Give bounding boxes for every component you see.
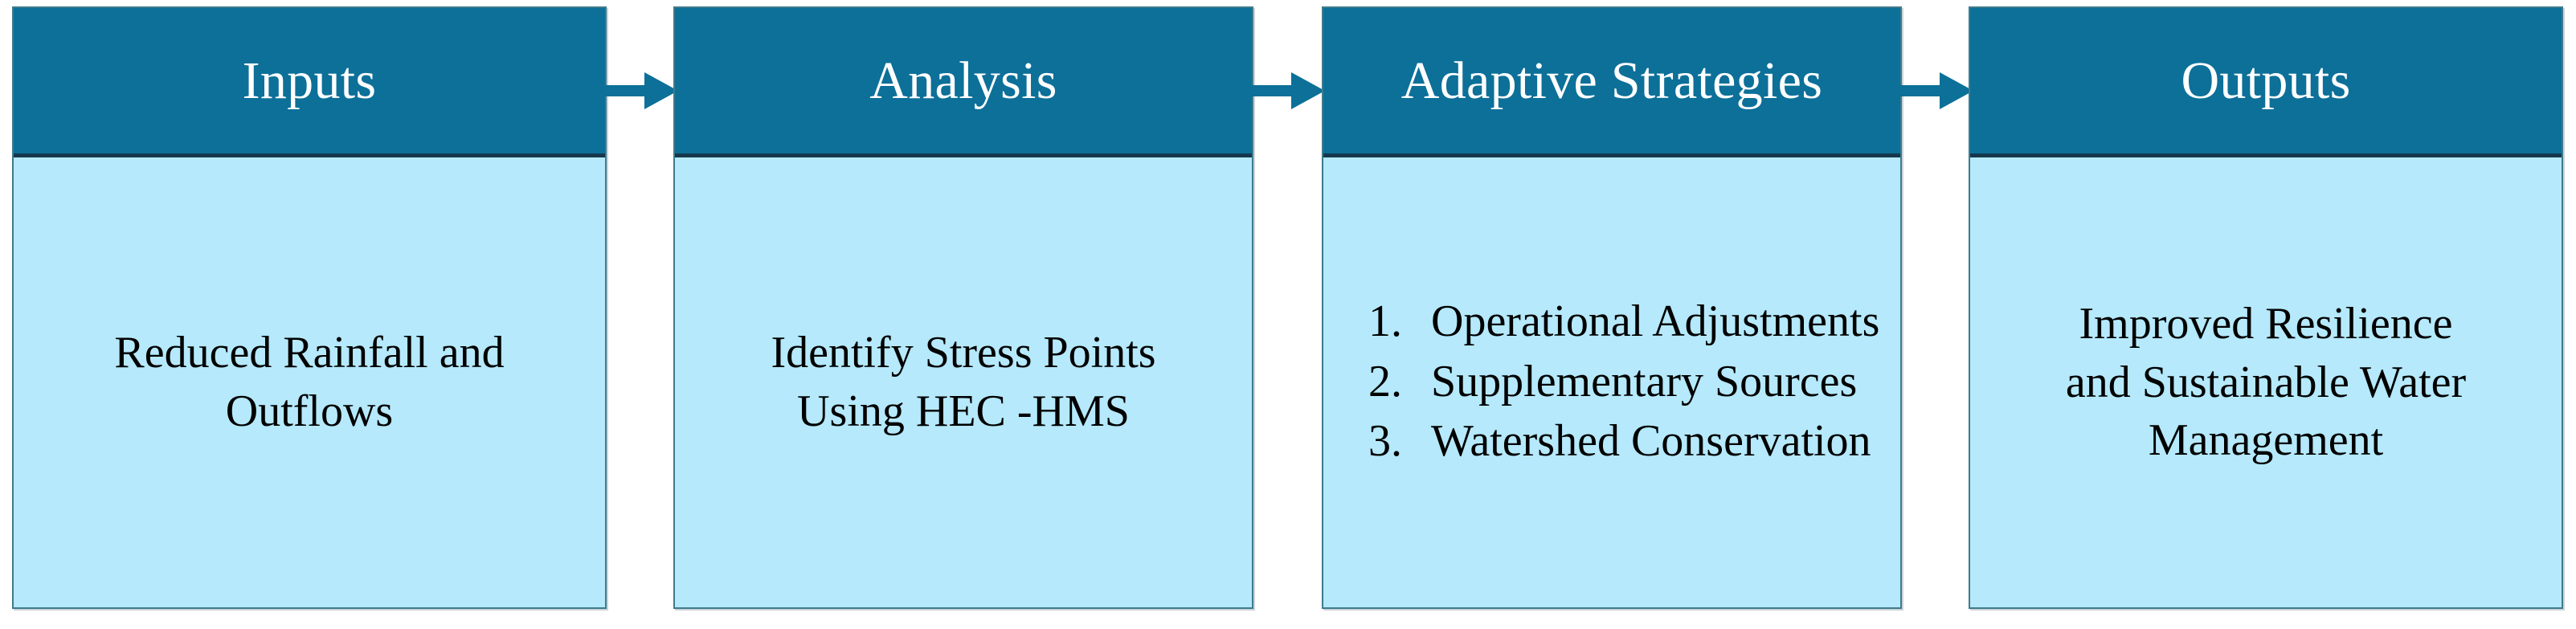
list-item-label: Supplementary Sources (1431, 356, 1858, 406)
stage-body-analysis: Identify Stress Points Using HEC -HMS (675, 157, 1252, 607)
stage-header-outputs: Outputs (1970, 8, 2562, 157)
adaptive-strategies-list: 1. Operational Adjustments 2. Supplement… (1323, 292, 1900, 472)
list-item: 3. Watershed Conservation (1368, 412, 1886, 471)
process-stage-adaptive-strategies[interactable]: Adaptive Strategies 1. Operational Adjus… (1322, 6, 1902, 609)
stage-title-adaptive-strategies: Adaptive Strategies (1400, 51, 1823, 110)
stage-body-outputs: Improved Resilience and Sustainable Wate… (1970, 157, 2562, 607)
list-item: 1. Operational Adjustments (1368, 292, 1886, 351)
stage-header-inputs: Inputs (14, 8, 605, 157)
list-item-marker: 1. (1368, 296, 1402, 346)
list-item-marker: 2. (1368, 356, 1402, 406)
right-arrow-icon-inputs-to-analysis (604, 69, 678, 112)
list-item-label: Operational Adjustments (1431, 296, 1880, 346)
process-stage-analysis[interactable]: Analysis Identify Stress Points Using HE… (673, 6, 1253, 609)
list-item-label: Watershed Conservation (1431, 416, 1871, 467)
stage-body-text-inputs: Reduced Rainfall and Outflows (114, 328, 505, 436)
stage-header-analysis: Analysis (675, 8, 1252, 157)
stage-title-analysis: Analysis (869, 51, 1057, 110)
stage-title-inputs: Inputs (242, 51, 377, 110)
list-item-marker: 3. (1368, 416, 1402, 467)
stage-body-adaptive-strategies: 1. Operational Adjustments 2. Supplement… (1323, 157, 1900, 607)
stage-body-text-analysis: Identify Stress Points Using HEC -HMS (771, 328, 1156, 436)
list-item: 2. Supplementary Sources (1368, 353, 1886, 411)
right-arrow-icon-strategies-to-outputs (1899, 69, 1973, 112)
right-arrow-icon-analysis-to-strategies (1251, 69, 1325, 112)
stage-body-text-outputs: Improved Resilience and Sustainable Wate… (2065, 298, 2467, 466)
stage-body-inputs: Reduced Rainfall and Outflows (14, 157, 605, 607)
stage-header-adaptive-strategies: Adaptive Strategies (1323, 8, 1900, 157)
process-stage-inputs[interactable]: Inputs Reduced Rainfall and Outflows (12, 6, 607, 609)
stage-title-outputs: Outputs (2181, 51, 2351, 110)
process-stage-outputs[interactable]: Outputs Improved Resilience and Sustaina… (1969, 6, 2563, 609)
